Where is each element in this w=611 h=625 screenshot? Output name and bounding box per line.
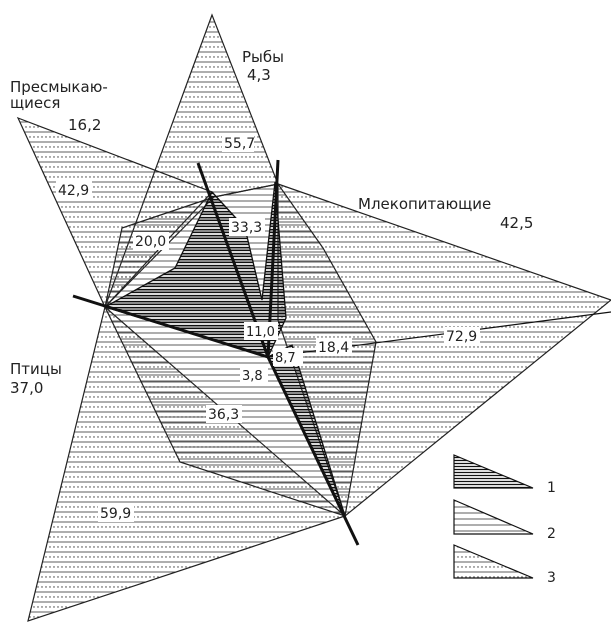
value-reptile-inner: 20,0 xyxy=(135,234,166,250)
value-reptile-outer: 42,9 xyxy=(58,183,89,199)
label-mammal-value: 42,5 xyxy=(500,214,533,232)
legend-swatch-3 xyxy=(453,544,534,579)
legend-swatch-2 xyxy=(453,499,534,535)
value-center-c: 3,8 xyxy=(242,369,263,384)
legend-item-2: 2 xyxy=(453,499,556,542)
value-bird-outer: 59,9 xyxy=(100,506,131,522)
value-fish-outer: 55,7 xyxy=(224,136,255,152)
value-labels: 55,7 42,9 20,0 33,3 72,9 59,9 18,4 36,3 … xyxy=(56,134,480,522)
label-bird-value: 37,0 xyxy=(10,379,43,397)
legend-label-1: 1 xyxy=(547,480,556,496)
category-labels: Рыбы 4,3 Пресмыкаю- щиеся 16,2 Млекопита… xyxy=(10,48,533,397)
axis-bird xyxy=(266,356,360,546)
value-mammal-outer: 72,9 xyxy=(446,329,477,345)
value-center-a: 11,0 xyxy=(246,325,275,340)
value-mammal-inner: 18,4 xyxy=(318,340,349,356)
label-reptile-name-1: Пресмыкаю- xyxy=(10,78,108,96)
label-reptile-name-2: щиеся xyxy=(10,94,60,112)
label-fish-name: Рыбы xyxy=(242,48,284,66)
label-reptile-value: 16,2 xyxy=(68,116,101,134)
value-bird-inner: 36,3 xyxy=(208,407,239,423)
value-fish-inner: 33,3 xyxy=(231,220,262,236)
axis-reptile xyxy=(72,294,269,359)
legend: 1 2 3 xyxy=(453,454,556,586)
label-fish-value: 4,3 xyxy=(247,66,271,84)
legend-item-3: 3 xyxy=(453,544,556,586)
label-bird-name: Птицы xyxy=(10,360,62,378)
legend-item-1: 1 xyxy=(453,454,556,496)
legend-swatch-1 xyxy=(453,454,534,489)
legend-label-2: 2 xyxy=(547,526,556,542)
legend-label-3: 3 xyxy=(547,570,556,586)
label-mammal-name: Млекопитающие xyxy=(358,195,491,213)
value-center-b: 8,7 xyxy=(275,351,296,366)
